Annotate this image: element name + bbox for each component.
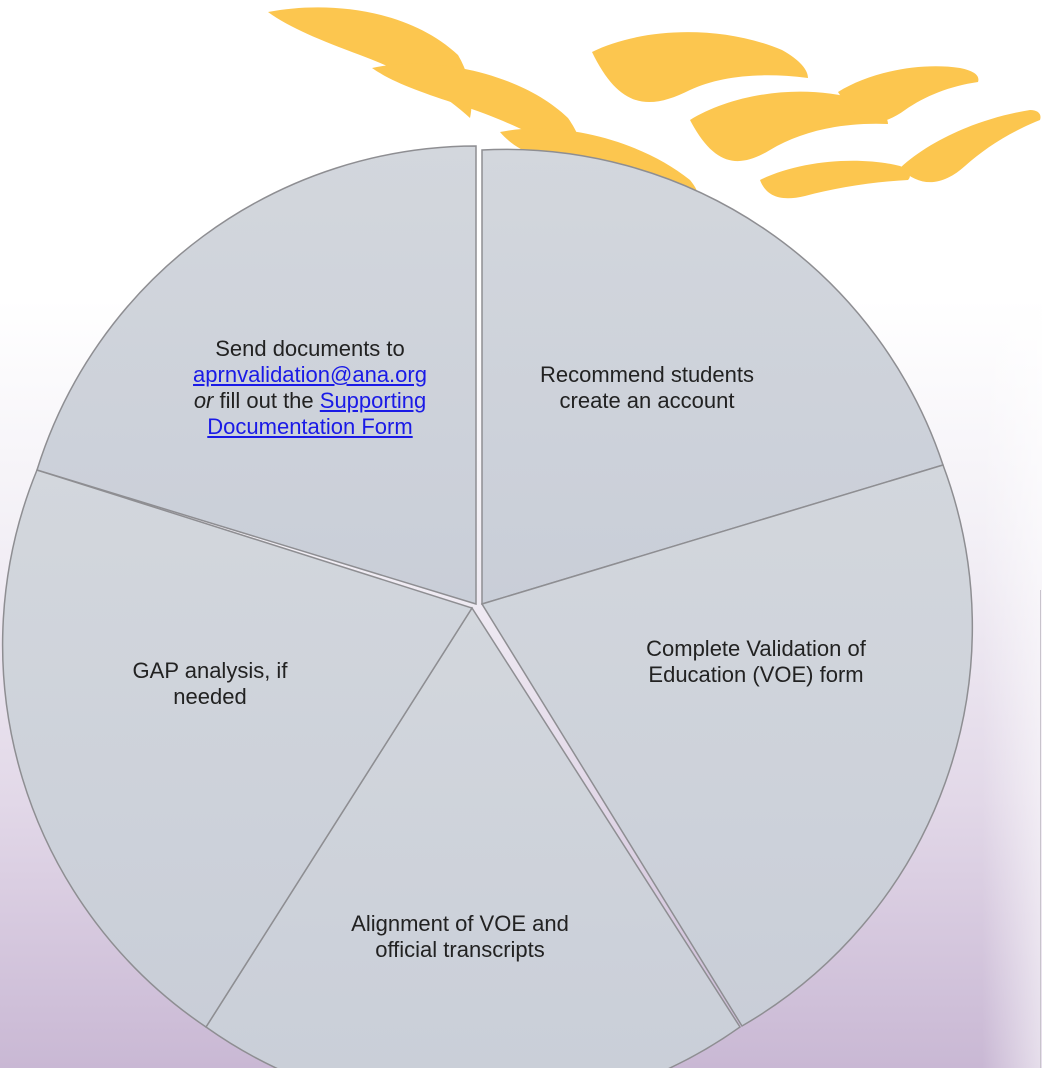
label-send: Send documents to aprnvalidation@ana.org…: [150, 336, 470, 440]
documentation-form-link[interactable]: Documentation Form: [207, 414, 413, 439]
label-recommend: Recommend students create an account: [540, 362, 754, 413]
segment-recommend: [481, 148, 944, 606]
leaf-2: [372, 63, 582, 163]
label-alignment: Alignment of VOE and official transcript…: [351, 911, 569, 962]
leaf-4: [592, 32, 808, 103]
leaf-8: [760, 160, 910, 199]
email-link[interactable]: aprnvalidation@ana.org: [193, 362, 427, 387]
segment-voe: [480, 464, 974, 1028]
send-line-3: or fill out the Supporting: [150, 388, 470, 414]
leaf-5: [690, 91, 888, 162]
segment-alignment: [204, 606, 742, 1068]
segment-send: [36, 145, 477, 606]
pie: [1, 145, 974, 1068]
background-edge-line: [1040, 590, 1041, 1068]
send-line-1: Send documents to: [215, 336, 405, 361]
label-gap: GAP analysis, if needed: [132, 658, 288, 709]
leaf-1: [268, 7, 472, 119]
fill-out-text: fill out the: [213, 388, 320, 413]
label-voe: Complete Validation of Education (VOE) f…: [646, 636, 866, 687]
or-word: or: [193, 388, 214, 413]
background-edge-fade: [982, 0, 1042, 1068]
supporting-link[interactable]: Supporting: [319, 388, 427, 413]
leaf-6: [838, 66, 979, 122]
leaf-7: [900, 110, 1041, 183]
segment-gap: [1, 469, 474, 1029]
